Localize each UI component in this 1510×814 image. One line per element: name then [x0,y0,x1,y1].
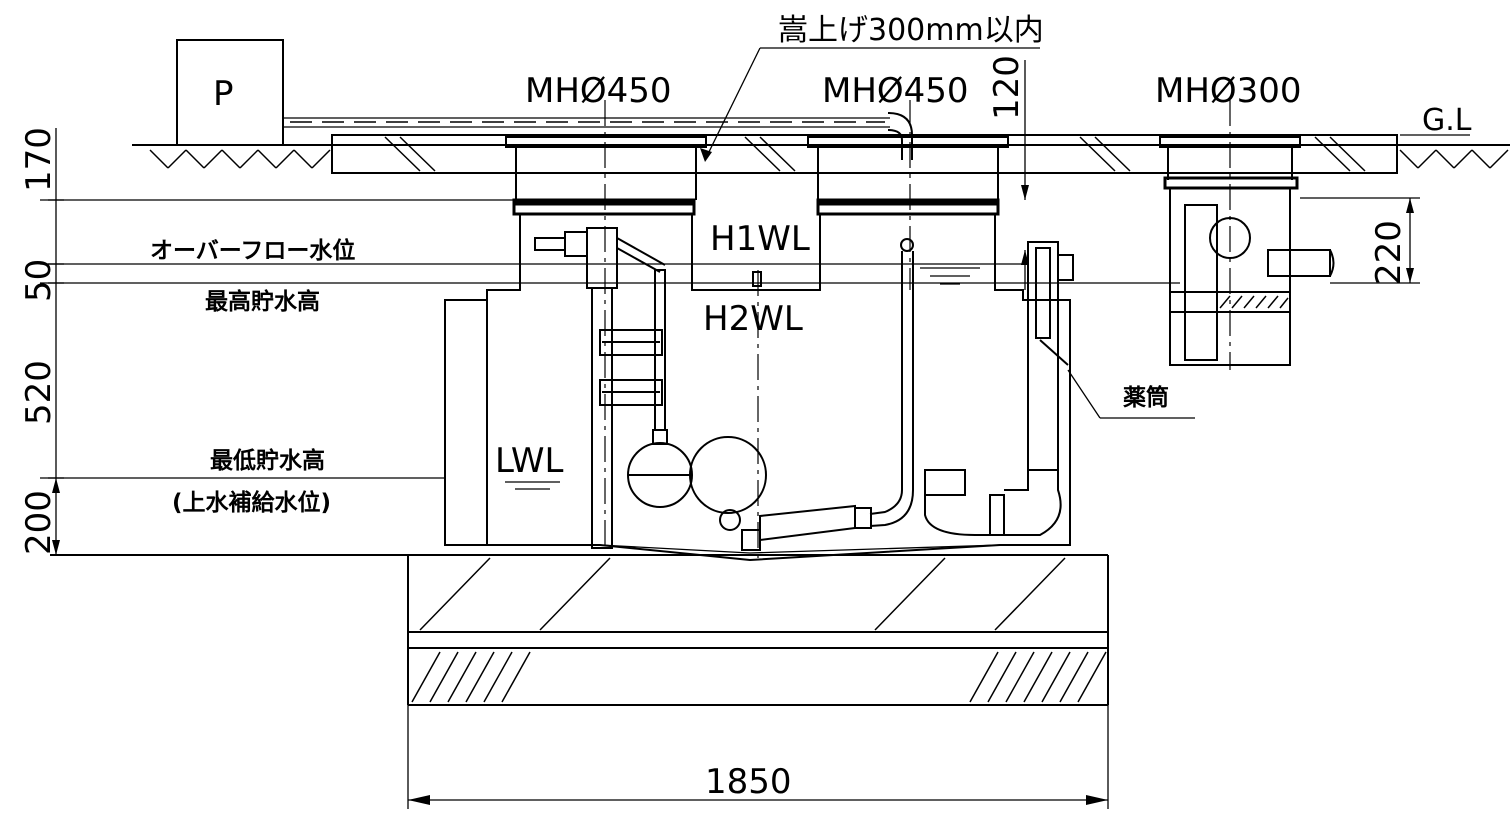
pump-pipe [283,112,913,160]
pump-box: P [176,39,284,146]
supply-level-label: (上水補給水位) [172,489,331,516]
h1wl-label: H1WL [710,219,810,259]
dimension-lines [48,60,1420,809]
h1wl-sensor [752,271,762,287]
ground-level-label: G.L [1422,103,1472,138]
dim-1850: 1850 [705,762,792,802]
foundation [50,554,1109,706]
min-storage-label: 最低貯水高 [210,447,325,474]
ground-surface [132,134,1510,174]
dim-120: 120 [987,55,1027,120]
max-storage-label: 最高貯水高 [205,288,320,315]
trap-box [1169,188,1335,366]
suction-pipe [741,238,914,551]
dim-170: 170 [19,127,59,192]
manhole-label-2: MHØ450 [822,71,969,111]
dim-200: 200 [19,490,59,555]
manhole-label-3: MHØ300 [1155,71,1302,111]
manhole-covers [512,176,1299,216]
float-valve-assembly [534,227,767,549]
manhole-label-1: MHØ450 [525,71,672,111]
center-lines [604,100,1231,560]
water-level-lines [40,199,1180,490]
tank-body [444,214,1071,562]
leader-lines [700,47,1470,419]
h2wl-label: H2WL [703,299,803,339]
pump-label: P [213,74,234,114]
dim-520: 520 [19,360,59,425]
overflow-level-label: オーバーフロー水位 [150,237,355,264]
dim-50: 50 [19,259,59,302]
manhole-frames [505,136,1301,200]
trap-label: 薬筒 [1123,384,1169,411]
lwl-label: LWL [495,441,563,481]
overflow-pipe [924,241,1074,536]
raise-note: 嵩上げ300mm以内 [778,13,1044,48]
dim-220: 220 [1369,220,1409,285]
